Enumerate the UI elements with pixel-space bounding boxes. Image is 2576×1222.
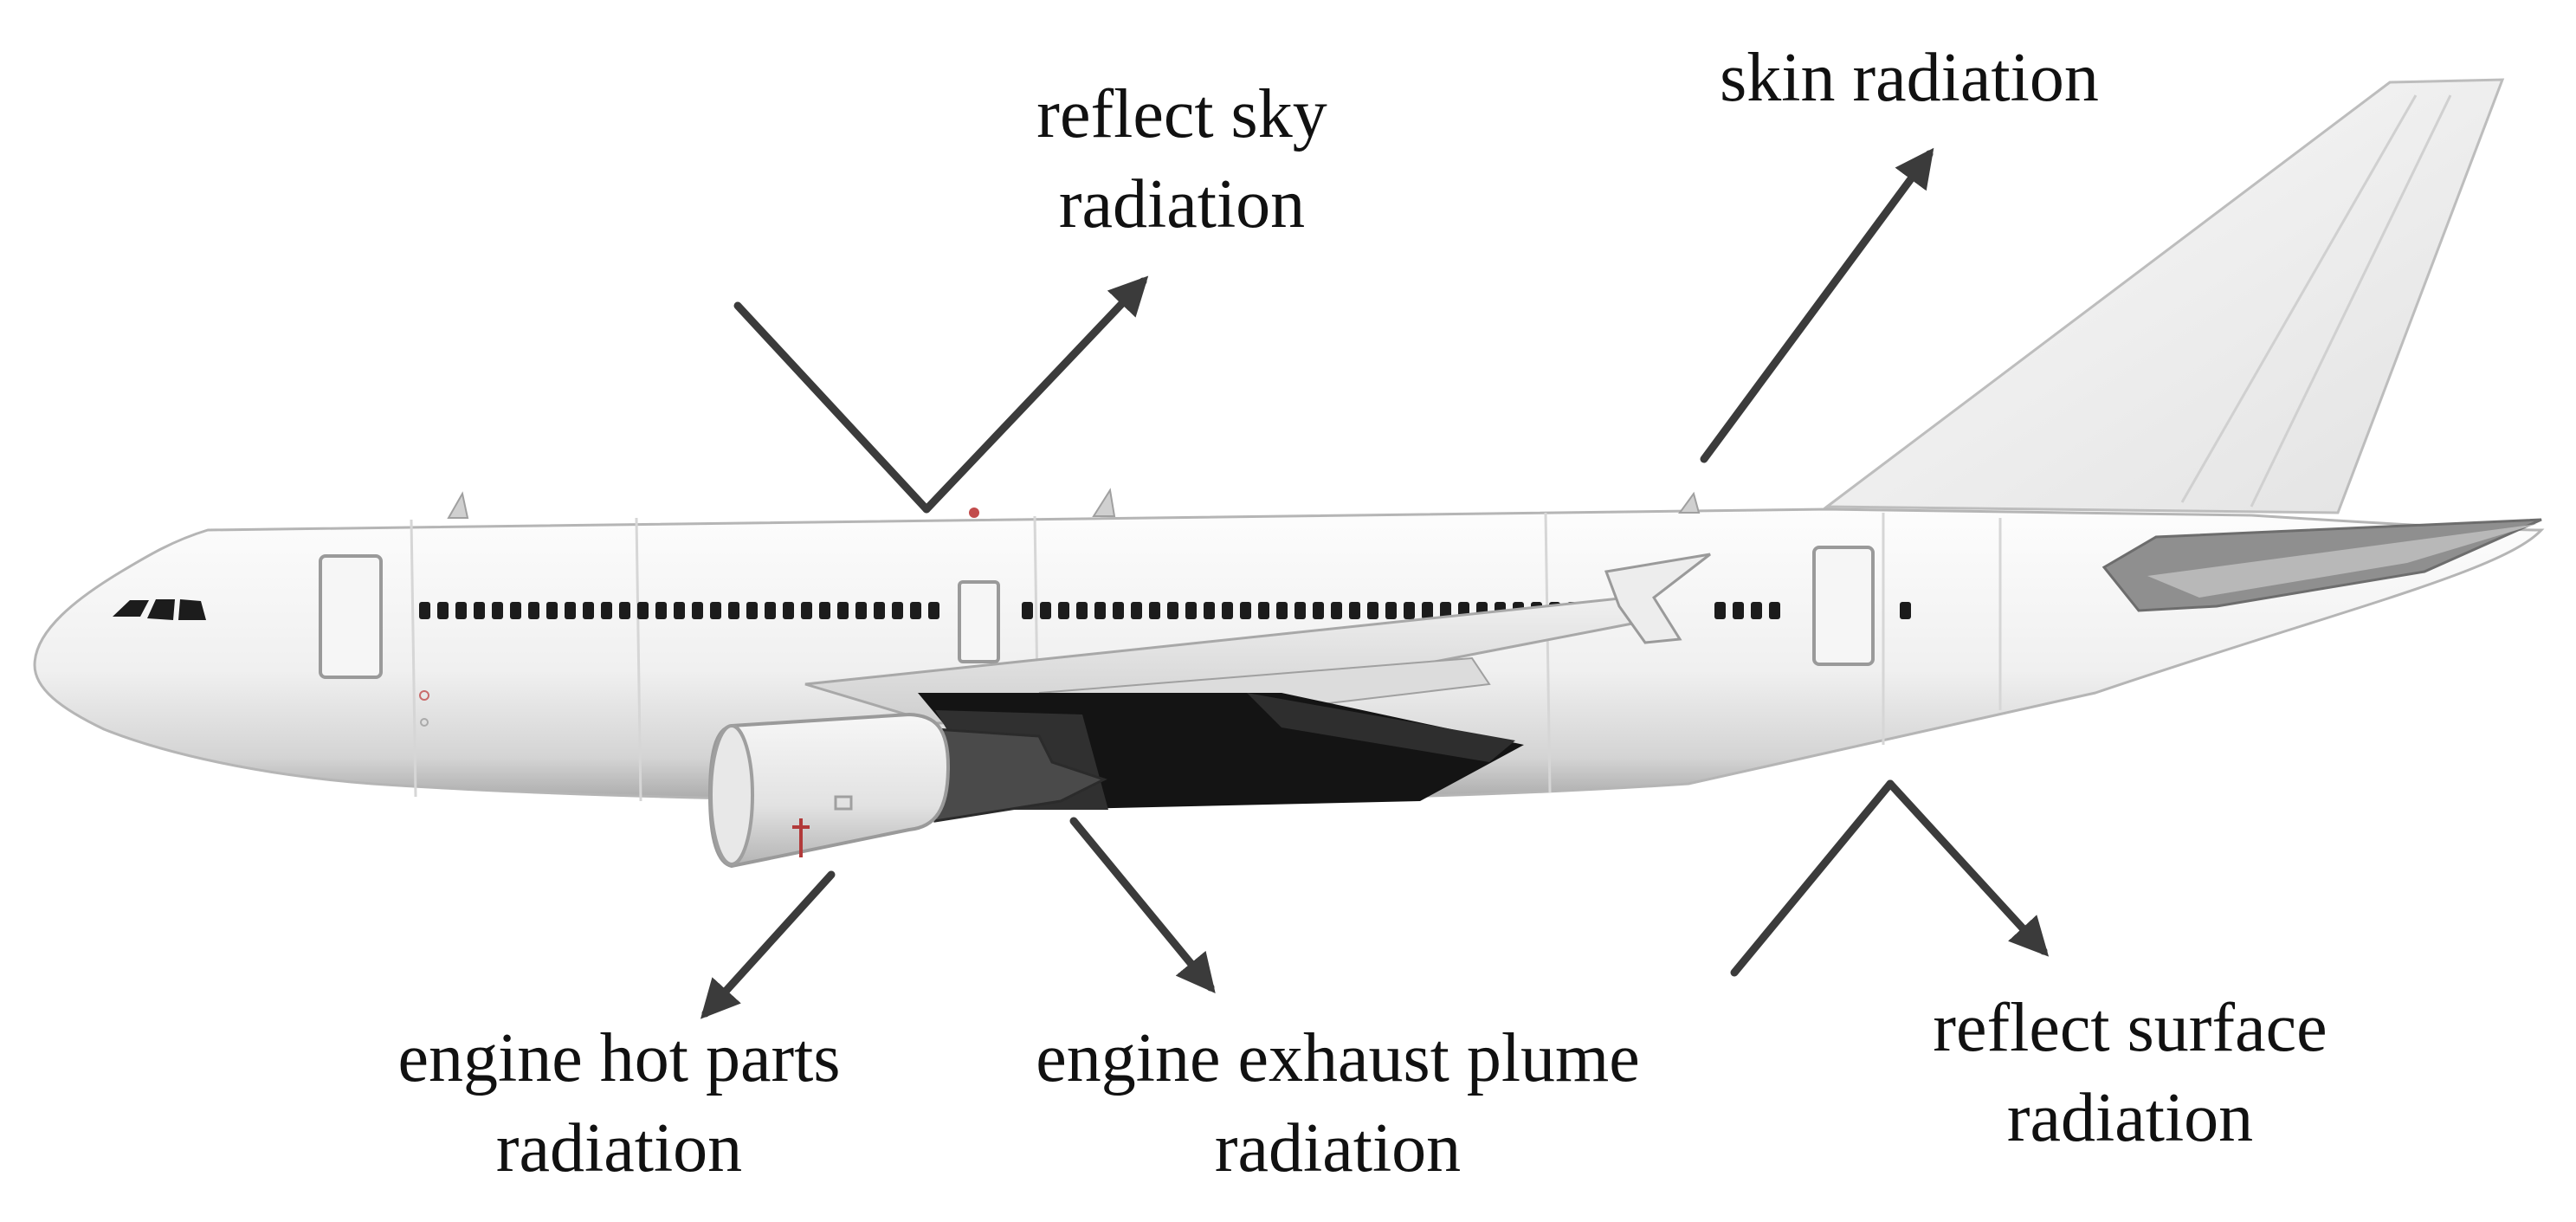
- cabin-window: [1222, 602, 1233, 619]
- label-line: radiation: [495, 1110, 743, 1186]
- cabin-window: [1022, 602, 1033, 619]
- cabin-window: [1769, 602, 1780, 619]
- arrows: [700, 147, 2050, 1019]
- cabin-window: [728, 602, 739, 619]
- sky-reflected-arrow: [922, 275, 1149, 514]
- cabin-window: [765, 602, 776, 619]
- cabin-window: [855, 602, 867, 619]
- cabin-window: [692, 602, 703, 619]
- label-line: engine exhaust plume: [1036, 1020, 1640, 1096]
- label-line: skin radiation: [1720, 40, 2099, 116]
- cabin-window: [437, 602, 449, 619]
- label-line: radiation: [1214, 1110, 1462, 1186]
- cabin-window: [1349, 602, 1360, 619]
- cabin-window: [1204, 602, 1215, 619]
- cabin-window: [710, 602, 721, 619]
- label-line: radiation: [2006, 1080, 2254, 1156]
- cabin-window: [1240, 602, 1251, 619]
- cabin-window: [419, 602, 430, 619]
- cabin-window: [837, 602, 849, 619]
- cabin-window: [565, 602, 576, 619]
- label-line: reflect sky: [1036, 76, 1327, 152]
- vertical-tail-fin: [1823, 78, 2505, 514]
- cabin-window: [783, 602, 794, 619]
- label-reflect-surface-radiation: reflect surface radiation: [1853, 983, 2407, 1163]
- cockpit-windows: [113, 599, 206, 620]
- cabin-window: [801, 602, 812, 619]
- cabin-window: [1294, 602, 1306, 619]
- label-engine-exhaust-plume-radiation: engine exhaust plume radiation: [961, 1013, 1714, 1193]
- cabin-window: [1714, 602, 1726, 619]
- engine-exhaust-arrow: [1069, 817, 1216, 993]
- cabin-window: [1258, 602, 1269, 619]
- skin-radiation-arrow: [1700, 147, 1934, 463]
- cabin-window: [1422, 602, 1433, 619]
- cabin-window: [819, 602, 830, 619]
- cabin-window: [910, 602, 921, 619]
- cabin-window: [1131, 602, 1142, 619]
- cabin-window: [492, 602, 503, 619]
- cabin-window: [637, 602, 649, 619]
- cabin-window: [1185, 602, 1197, 619]
- cabin-window: [1167, 602, 1178, 619]
- cabin-window: [1751, 602, 1762, 619]
- cabin-window: [1385, 602, 1397, 619]
- cabin-window: [1900, 602, 1911, 619]
- cabin-window: [1733, 602, 1744, 619]
- label-engine-hot-parts-radiation: engine hot parts radiation: [329, 1013, 909, 1193]
- cabin-window: [1113, 602, 1124, 619]
- cabin-window: [546, 602, 558, 619]
- sky-incoming-ray: [733, 301, 931, 514]
- cabin-window: [619, 602, 630, 619]
- cabin-window: [474, 602, 485, 619]
- surface-reflected-arrow: [1886, 779, 2050, 957]
- mid-door: [958, 580, 1000, 663]
- cabin-window: [1276, 602, 1288, 619]
- cabin-window: [1058, 602, 1069, 619]
- rear-door: [1812, 546, 1875, 666]
- label-reflect-sky-radiation: reflect sky radiation: [909, 69, 1455, 249]
- cabin-window: [892, 602, 903, 619]
- cabin-window: [655, 602, 667, 619]
- label-line: engine hot parts: [397, 1020, 841, 1096]
- cabin-window: [601, 602, 612, 619]
- engine-hot-arrow: [700, 870, 836, 1019]
- cabin-window: [455, 602, 467, 619]
- cabin-window: [1040, 602, 1051, 619]
- cabin-window: [1149, 602, 1160, 619]
- cabin-window: [874, 602, 885, 619]
- cabin-window: [510, 602, 521, 619]
- cabin-window: [1331, 602, 1342, 619]
- cabin-window: [1367, 602, 1378, 619]
- cabin-window: [1440, 602, 1451, 619]
- cabin-window: [528, 602, 539, 619]
- cabin-window: [1094, 602, 1106, 619]
- cabin-window: [928, 602, 939, 619]
- label-line: reflect surface: [1933, 990, 2327, 1066]
- cabin-window: [1404, 602, 1415, 619]
- cabin-window: [1313, 602, 1324, 619]
- label-skin-radiation: skin radiation: [1628, 33, 2191, 123]
- label-line: radiation: [1058, 166, 1306, 242]
- aircraft: [33, 78, 2545, 869]
- cabin-window: [583, 602, 594, 619]
- front-door: [319, 554, 383, 679]
- surface-incoming-ray: [1730, 779, 1895, 977]
- cabin-window: [1076, 602, 1088, 619]
- cabin-window: [674, 602, 685, 619]
- cabin-window: [746, 602, 758, 619]
- engine-nozzle: [933, 727, 1107, 823]
